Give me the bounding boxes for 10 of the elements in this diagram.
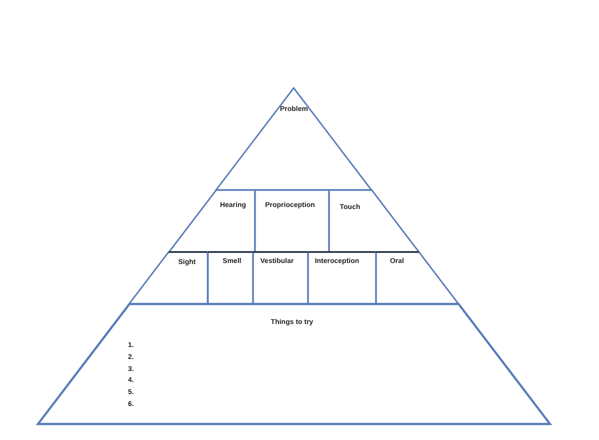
pyramid-base-section — [38, 304, 550, 424]
pyramid-apex-section — [216, 88, 372, 190]
pyramid-section — [208, 252, 253, 304]
pyramid-section — [169, 190, 255, 252]
pyramid-section — [129, 252, 208, 304]
pyramid-section — [376, 252, 459, 304]
pyramid-section — [329, 190, 419, 252]
pyramid-section — [308, 252, 376, 304]
pyramid-section — [253, 252, 308, 304]
pyramid-section — [255, 190, 329, 252]
